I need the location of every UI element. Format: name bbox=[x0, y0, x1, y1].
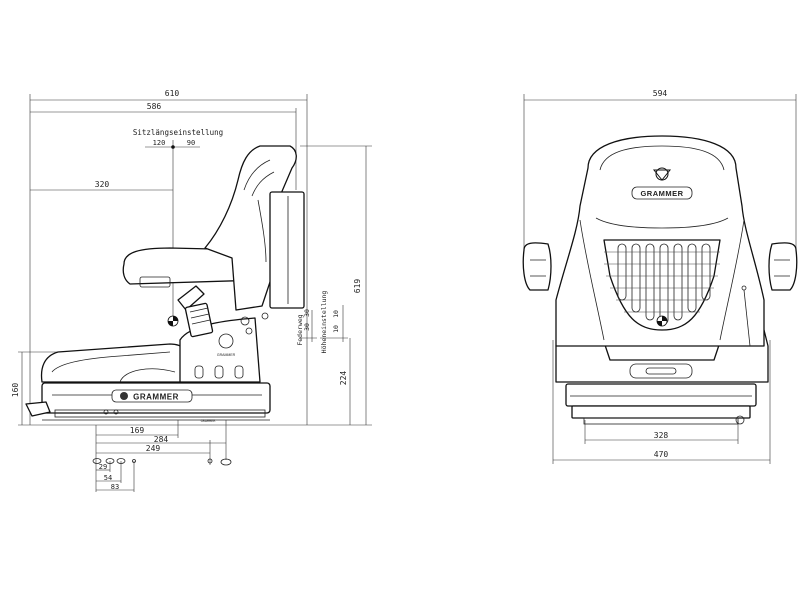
dim-594-label: 594 bbox=[653, 89, 668, 98]
dim-29-label: 29 bbox=[99, 463, 107, 471]
seat-side-silhouette: GRAMMER GRAMMER GRAMMER bbox=[25, 145, 305, 423]
brand-small-text: GRAMMER bbox=[201, 419, 217, 423]
dim-160-label: 160 bbox=[11, 383, 20, 398]
front-view: 594 328 470 bbox=[522, 89, 798, 464]
dim-base-width: 470 bbox=[552, 340, 771, 464]
dim-suspension: Federweg 30 30 bbox=[296, 309, 317, 346]
fore-aft-front-value: 90 bbox=[187, 139, 195, 147]
dim-54-label: 54 bbox=[104, 474, 112, 482]
dim-seat-height: 224 bbox=[339, 338, 351, 425]
brand-logo-text-front: GRAMMER bbox=[640, 189, 683, 198]
lever-handle bbox=[25, 401, 51, 417]
seat-front-silhouette: GRAMMER bbox=[522, 135, 798, 425]
height-adjustment-value-a: 10 bbox=[332, 325, 340, 333]
dim-320-label: 320 bbox=[95, 180, 110, 189]
fore-aft-rear-value: 120 bbox=[153, 139, 166, 147]
front-base-upper bbox=[565, 383, 757, 407]
dim-seat-to-back: 586 bbox=[30, 102, 297, 190]
seat-cushion bbox=[40, 343, 191, 383]
lumbar-grille bbox=[603, 239, 721, 331]
dim-mounting: 169 284 249 29 54 83 bbox=[92, 420, 232, 492]
dim-base-height: 160 bbox=[11, 351, 60, 425]
side-view: 610 586 Sitzlängseinstellung 120 90 320 … bbox=[11, 89, 372, 492]
dim-470-label: 470 bbox=[654, 450, 669, 459]
dim-610-label: 610 bbox=[165, 89, 180, 98]
backrest-panel bbox=[269, 191, 305, 309]
suspension-value-b: 30 bbox=[303, 309, 311, 317]
brand-logo-text-side: GRAMMER bbox=[133, 393, 179, 402]
suspension-value-a: 30 bbox=[303, 323, 311, 331]
dim-249-label: 249 bbox=[146, 444, 161, 453]
dim-619-label: 619 bbox=[353, 279, 362, 294]
fore-aft-label: Sitzlängseinstellung bbox=[133, 128, 223, 137]
dim-height-adjustment: Höheneinstellung 10 10 bbox=[320, 291, 348, 354]
dim-overall-width: 610 bbox=[29, 89, 308, 425]
dim-224-label: 224 bbox=[339, 371, 348, 386]
dim-586-label: 586 bbox=[147, 102, 162, 111]
height-adjustment-label: Höheneinstellung bbox=[320, 291, 328, 354]
dim-total-height: 619 bbox=[300, 145, 372, 425]
dim-backrest-depth: 320 bbox=[30, 180, 173, 191]
right-armrest bbox=[768, 242, 798, 291]
suspension-label: Federweg bbox=[296, 314, 304, 345]
dim-284-label: 284 bbox=[154, 435, 169, 444]
backrest bbox=[204, 145, 297, 311]
dim-169-label: 169 bbox=[130, 426, 145, 435]
dim-front-overall-width: 594 bbox=[523, 89, 797, 250]
dim-328-label: 328 bbox=[654, 431, 669, 440]
dim-83-label: 83 bbox=[111, 483, 119, 491]
left-armrest bbox=[522, 242, 552, 291]
brand-logo-side: GRAMMER bbox=[111, 389, 193, 403]
brand-logo-front: GRAMMER bbox=[631, 167, 693, 200]
height-adjustment-value-b: 10 bbox=[332, 310, 340, 318]
brand-housing-text: GRAMMER bbox=[217, 353, 236, 357]
front-base-lower bbox=[571, 405, 751, 419]
dim-fore-aft: Sitzlängseinstellung 120 90 bbox=[133, 128, 223, 320]
